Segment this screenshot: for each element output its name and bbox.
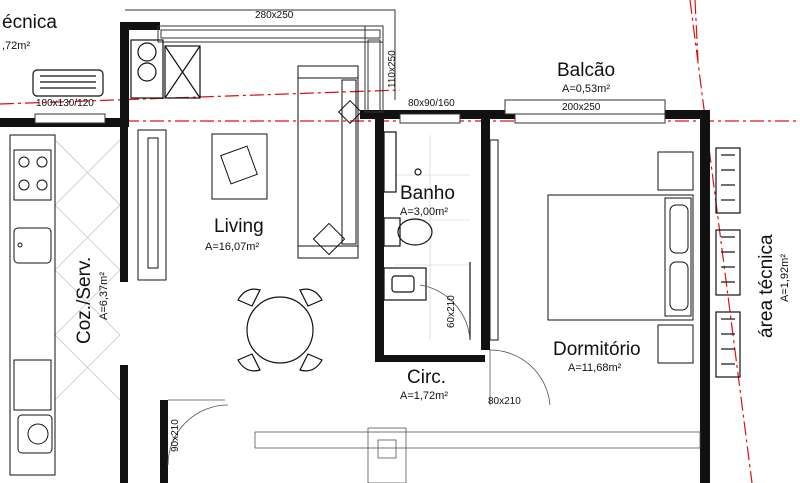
coz-area: A=6,37m² (98, 272, 110, 320)
dim-80x90-160: 80x90/160 (408, 98, 455, 109)
kitchen-fixtures (9, 134, 56, 476)
balcao-label: Balcão (557, 60, 616, 81)
living-area: A=16,07m² (205, 241, 260, 253)
right-ac-units (715, 147, 741, 378)
circ-area: A=1,72m² (400, 390, 448, 402)
bedroom-furniture (489, 139, 694, 364)
balcao-area: A=0,53m² (562, 83, 610, 95)
kitchen-tiles (54, 139, 121, 401)
dim-90x210: 90x210 (170, 419, 181, 452)
tecnica-left-label: écnica (2, 12, 57, 33)
windows (34, 99, 666, 124)
tecnica-right-area: A=1,92m² (779, 254, 791, 302)
living-label: Living (214, 216, 264, 237)
tecnica-right-label: área técnica (756, 234, 777, 338)
dim-200x250: 200x250 (562, 102, 601, 113)
circ-label: Circ. (407, 367, 447, 388)
tecnica-left-area: ,72m² (2, 40, 31, 52)
dorm-label: Dormitório (553, 339, 641, 360)
dim-100x130-120: 100x130/120 (36, 98, 94, 109)
living-furniture (137, 65, 363, 281)
bathroom-fixtures (383, 131, 471, 341)
upper-balcony (125, 9, 396, 113)
banho-area: A=3,00m² (400, 206, 448, 218)
dining-table (237, 288, 323, 372)
dim-60x210: 60x210 (446, 295, 457, 328)
ac-unit-left (32, 69, 104, 97)
dim-80x210: 80x210 (488, 396, 521, 407)
coz-label: Coz./Serv. (74, 256, 95, 344)
ac-unit (130, 39, 201, 99)
dim-110x250: 110x250 (387, 50, 398, 88)
dim-280x250: 280x250 (255, 10, 294, 21)
banho-label: Banho (400, 183, 455, 204)
door-swings (167, 349, 701, 483)
dorm-area: A=11,68m² (568, 362, 622, 374)
